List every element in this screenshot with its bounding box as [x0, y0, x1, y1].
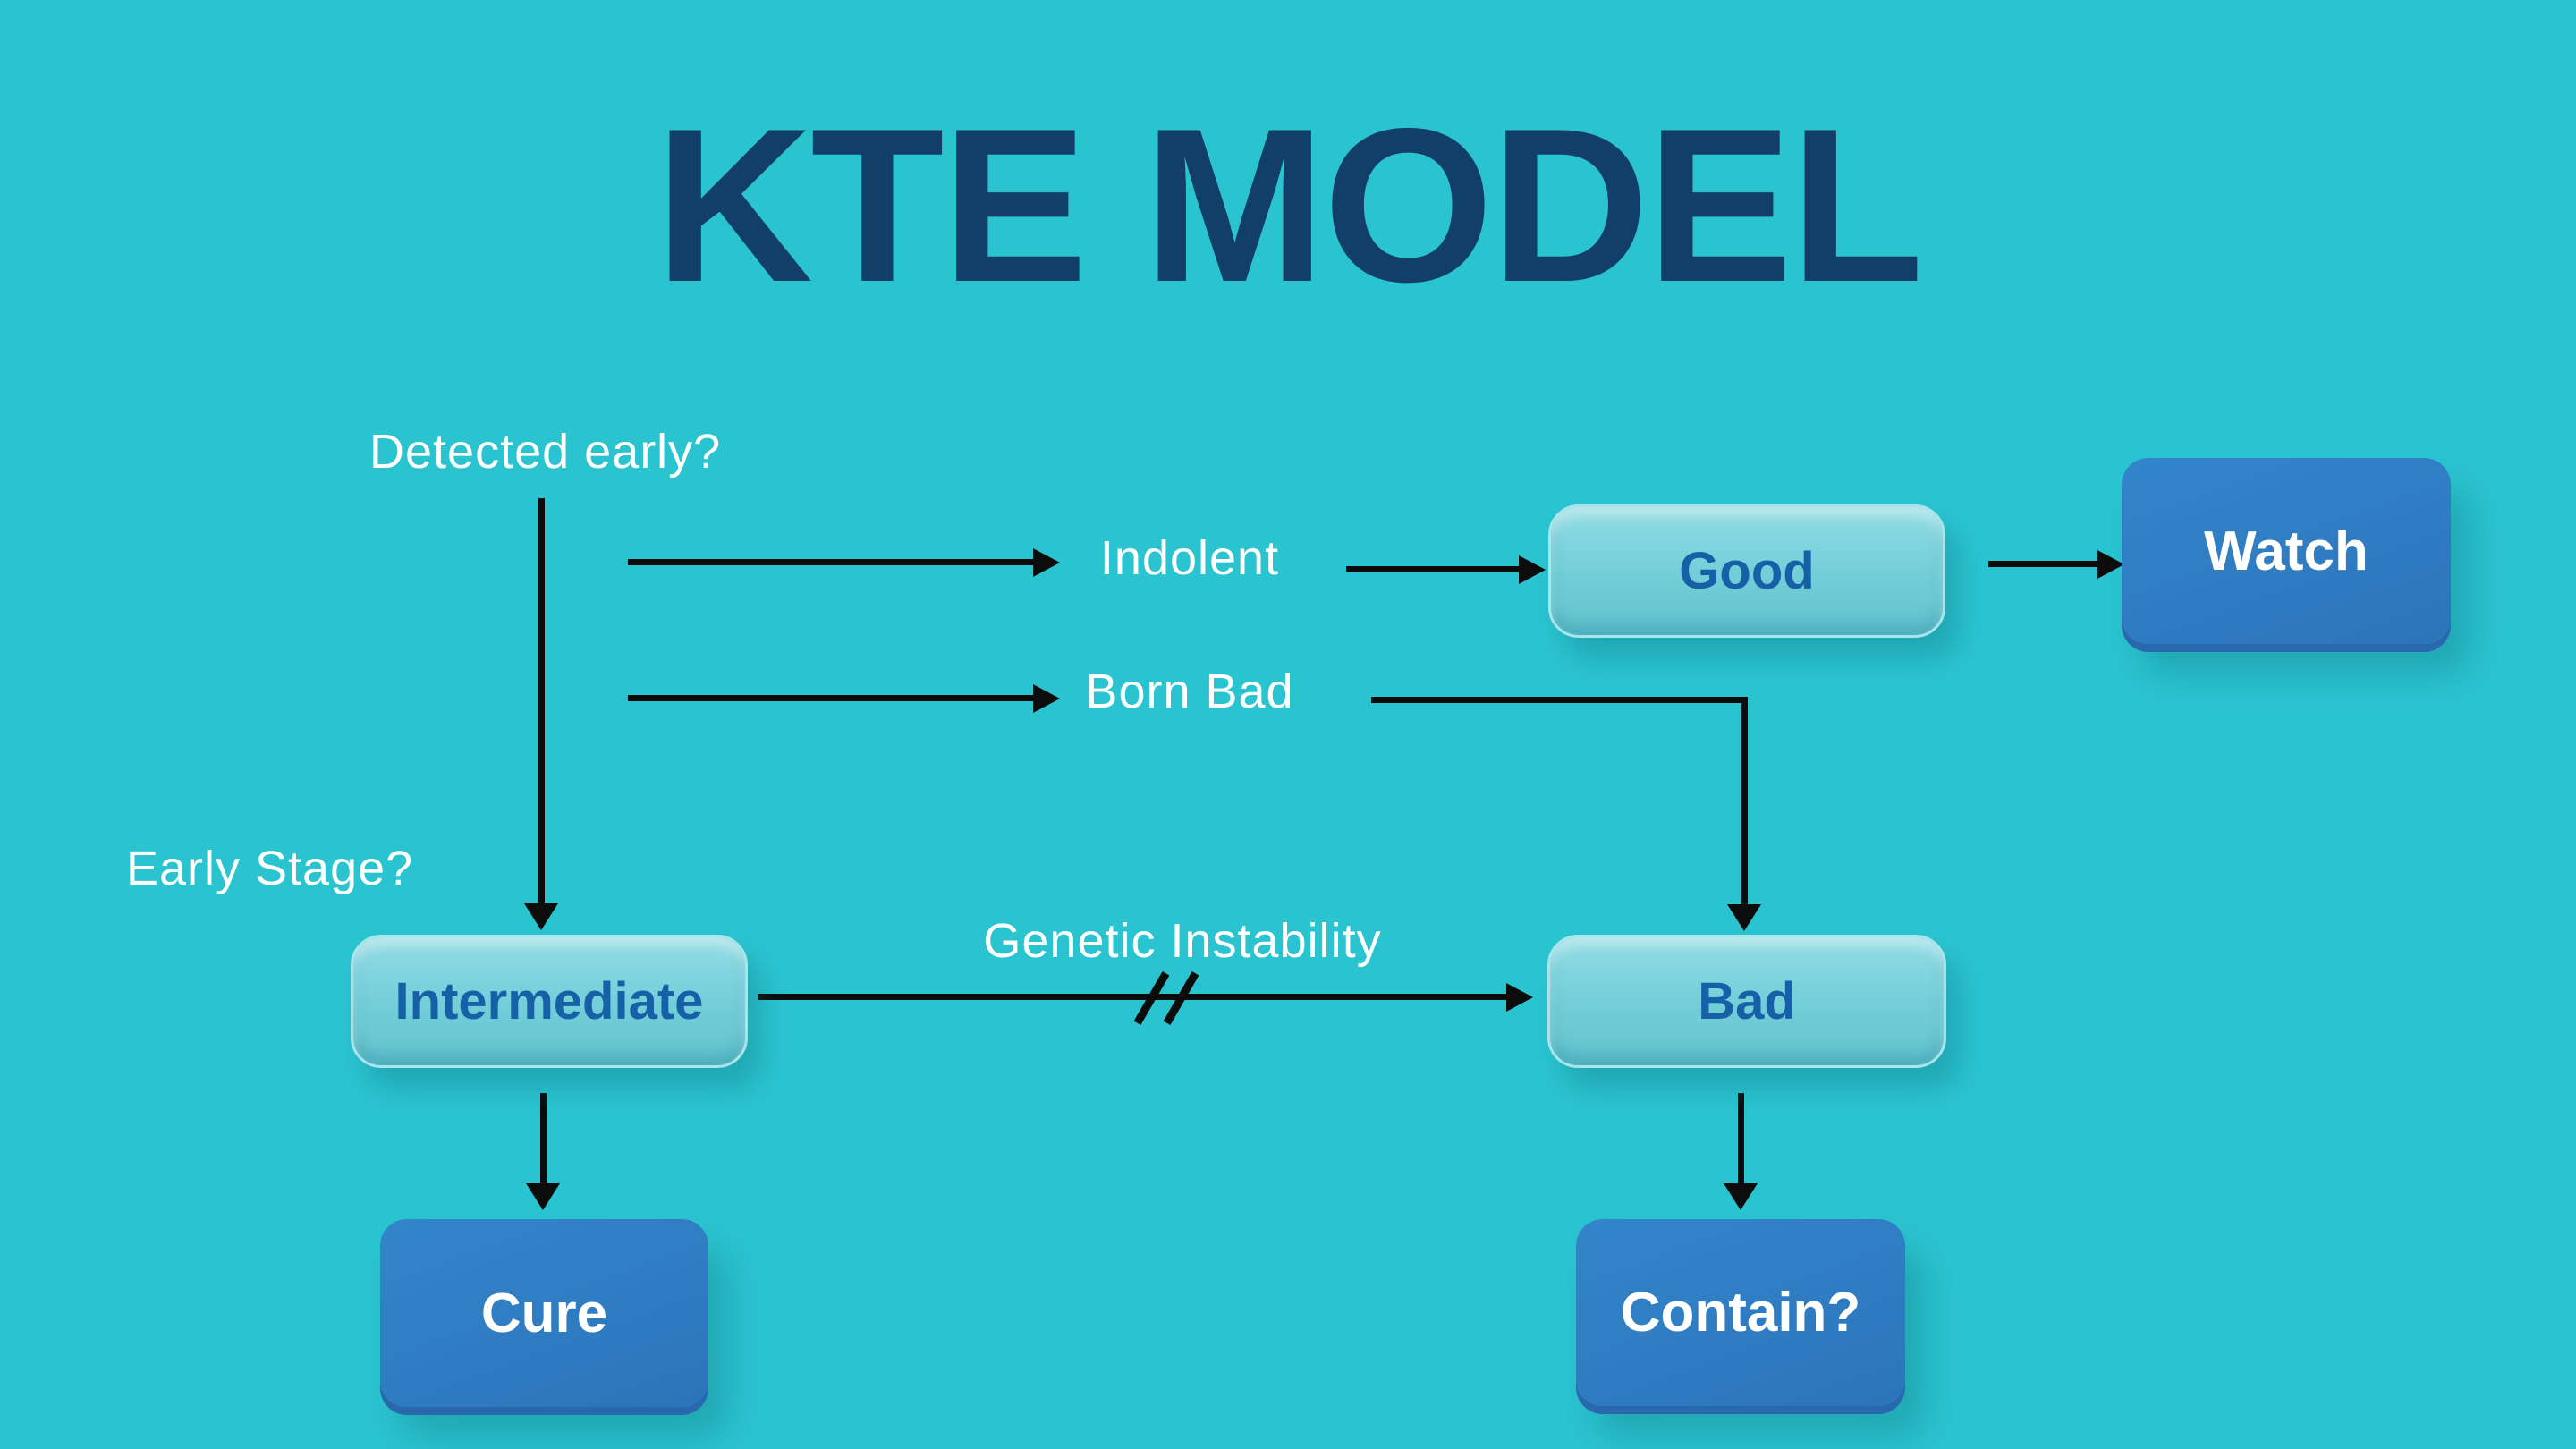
node-good-label: Good	[1679, 542, 1815, 600]
node-watch: Watch	[2122, 458, 2451, 644]
node-contain: Contain?	[1576, 1219, 1905, 1406]
arrow-line	[1988, 561, 2097, 567]
arrow-line	[1741, 697, 1748, 904]
arrowhead-right-icon	[1506, 983, 1533, 1012]
arrow-line	[540, 1093, 547, 1185]
label-early-stage: Early Stage?	[126, 842, 414, 895]
arrowhead-right-icon	[1033, 548, 1060, 577]
page-title: KTE MODEL	[655, 82, 1924, 327]
arrow-line	[758, 994, 1506, 1000]
arrowhead-down-icon	[1727, 904, 1761, 931]
node-intermediate: Intermediate	[351, 935, 748, 1068]
label-genetic-instability: Genetic Instability	[983, 914, 1382, 968]
arrow-line	[1738, 1093, 1744, 1185]
label-born-bad: Born Bad	[1085, 665, 1294, 718]
arrow-line	[538, 498, 545, 905]
arrowhead-right-icon	[2097, 550, 2124, 579]
node-intermediate-label: Intermediate	[394, 972, 704, 1030]
node-cure: Cure	[380, 1219, 708, 1407]
arrow-line	[1371, 697, 1748, 703]
node-bad-label: Bad	[1698, 972, 1796, 1030]
label-indolent: Indolent	[1099, 531, 1280, 585]
arrowhead-down-icon	[526, 1183, 560, 1210]
arrowhead-down-icon	[1724, 1183, 1758, 1210]
arrow-line	[628, 559, 1033, 565]
arrowhead-down-icon	[524, 903, 558, 930]
arrow-line	[628, 695, 1033, 701]
node-bad: Bad	[1547, 935, 1946, 1068]
node-cure-label: Cure	[480, 1282, 608, 1344]
node-good: Good	[1548, 504, 1945, 638]
node-watch-label: Watch	[2204, 520, 2368, 582]
arrowhead-right-icon	[1519, 555, 1546, 584]
label-detected-early: Detected early?	[369, 425, 722, 479]
node-contain-label: Contain?	[1620, 1282, 1861, 1343]
arrow-line	[1346, 566, 1519, 572]
arrowhead-right-icon	[1033, 684, 1060, 713]
